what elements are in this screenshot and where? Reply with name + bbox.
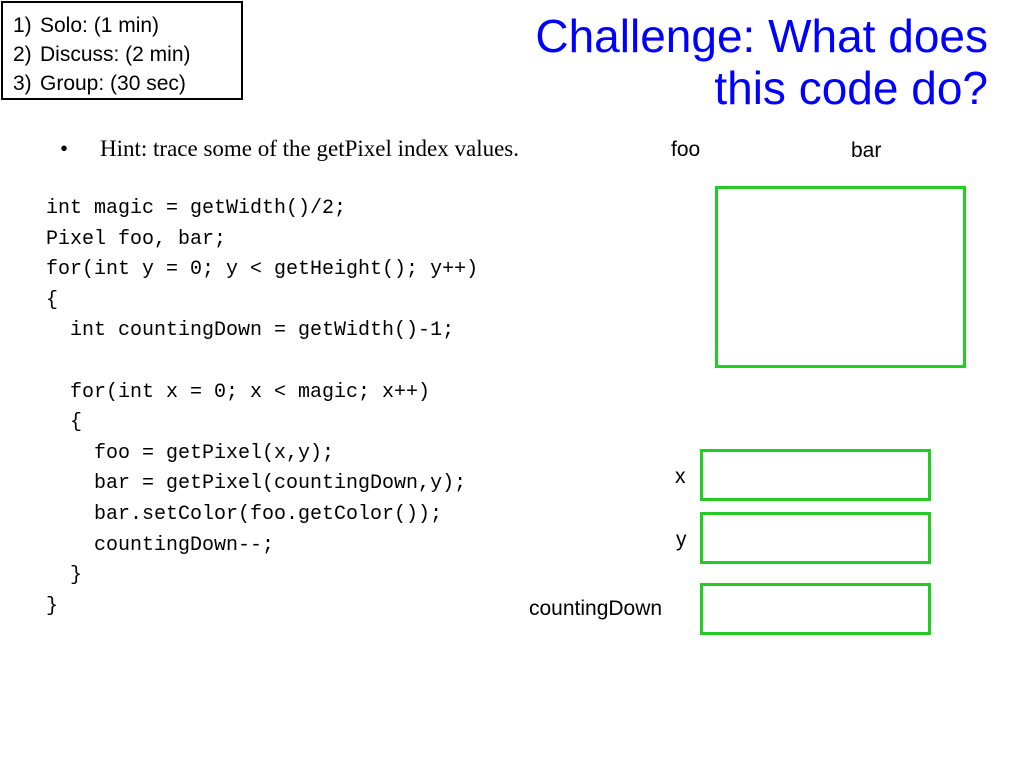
steps-list: 1) Solo: (1 min) 2) Discuss: (2 min) 3) Gro… [13,11,241,98]
step-text: Solo: (1 min) [40,14,160,37]
code-line: int countingDown = getWidth()-1; [46,319,455,343]
hint-text: Hint: trace some of the getPixel index v… [100,136,519,161]
code-block: int magic = getWidth()/2; Pixel foo, bar;… [46,194,478,622]
code-line: { [46,288,59,312]
foo-label: foo [671,138,701,161]
step-item: 3) Group: (30 sec) [13,69,241,98]
code-line: } [46,564,83,588]
title-line-2: this code do? [714,62,988,114]
title-line-1: Challenge: What does [535,10,988,62]
step-item: 1) Solo: (1 min) [13,11,241,40]
y-value-box[interactable] [700,512,931,564]
step-item: 2) Discuss: (2 min) [13,40,241,69]
code-line: for(int y = 0; y < getHeight(); y++) [46,258,479,282]
counting-down-value-box[interactable] [700,583,931,635]
code-line: int magic = getWidth()/2; [46,197,347,220]
step-text: Group: (30 sec) [40,72,186,95]
code-line [46,347,478,378]
step-number: 1) [13,14,32,37]
pixel-image-box [715,186,966,368]
bar-label: bar [851,139,882,162]
step-number: 3) [13,72,32,95]
steps-box: 1) Solo: (1 min) 2) Discuss: (2 min) 3) Gro… [1,1,243,100]
code-line: bar = getPixel(countingDown,y); [46,472,467,496]
code-line: Pixel foo, bar; [46,227,227,251]
code-line: for(int x = 0; x < magic; x++) [46,380,431,404]
code-line: foo = getPixel(x,y); [46,441,335,465]
code-line: } [46,594,59,618]
code-line: { [46,411,83,435]
x-value-box[interactable] [700,449,931,501]
y-label: y [676,528,687,551]
counting-down-label: countingDown [529,597,663,620]
hint: • Hint: trace some of the getPixel index … [60,134,519,164]
code-line: countingDown--; [46,533,275,557]
step-number: 2) [13,43,32,66]
slide-title: Challenge: What does this code do? [428,10,988,114]
x-label: x [675,465,686,488]
step-text: Discuss: (2 min) [40,43,191,66]
bullet-icon: • [60,136,69,161]
code-line: bar.setColor(foo.getColor()); [46,502,443,526]
